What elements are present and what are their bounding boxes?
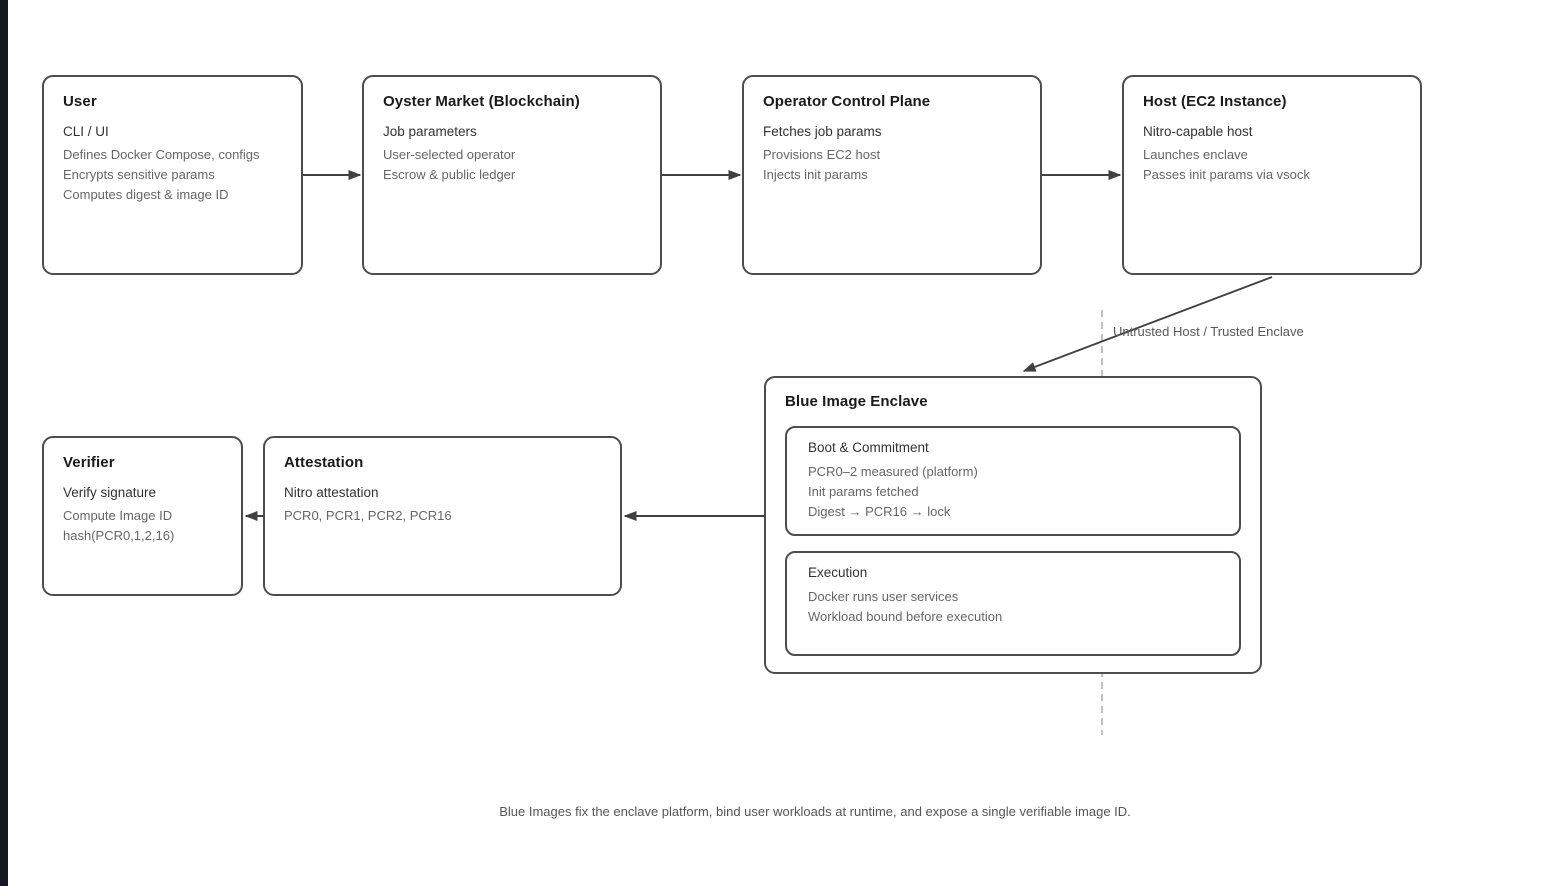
diagram-caption: Blue Images fix the enclave platform, bi…: [499, 804, 1131, 819]
node-operator-line: Injects init params: [763, 167, 868, 182]
node-user-line: Encrypts sensitive params: [63, 167, 215, 182]
node-host-line: Passes init params via vsock: [1143, 167, 1310, 182]
node-attestation: Attestation Nitro attestation PCR0, PCR1…: [263, 436, 622, 596]
node-attestation-title: Attestation: [284, 454, 364, 471]
node-execution-title: Execution: [808, 565, 868, 580]
node-oyster-market-title: Oyster Market (Blockchain): [383, 93, 580, 110]
node-user-subtitle: CLI / UI: [63, 124, 109, 139]
node-operator-subtitle: Fetches job params: [763, 124, 882, 139]
node-user: User CLI / UI Defines Docker Compose, co…: [42, 75, 303, 275]
trust-boundary-label: Untrusted Host / Trusted Enclave: [1113, 324, 1304, 339]
node-host-subtitle: Nitro-capable host: [1143, 124, 1253, 139]
node-verifier-line: Compute Image ID: [63, 508, 173, 523]
node-attestation-line: PCR0, PCR1, PCR2, PCR16: [284, 508, 452, 523]
node-blue-image-enclave: Blue Image Enclave Boot & Commitment PCR…: [764, 376, 1262, 674]
node-execution-line: Workload bound before execution: [808, 609, 1003, 624]
node-verifier-subtitle: Verify signature: [63, 485, 157, 500]
node-user-title: User: [63, 93, 97, 110]
node-user-line: Computes digest & image ID: [63, 187, 229, 202]
node-enclave-title: Blue Image Enclave: [785, 393, 928, 410]
node-verifier-title: Verifier: [63, 454, 115, 471]
node-host-title: Host (EC2 Instance): [1143, 93, 1287, 110]
node-boot-commitment-line: PCR0–2 measured (platform): [808, 464, 978, 479]
node-boot-commitment-title: Boot & Commitment: [808, 440, 929, 455]
node-oyster-market: Oyster Market (Blockchain) Job parameter…: [362, 75, 662, 275]
node-user-line: Defines Docker Compose, configs: [63, 147, 260, 162]
node-oyster-market-subtitle: Job parameters: [383, 124, 477, 139]
node-execution-line: Docker runs user services: [808, 589, 959, 604]
node-host-ec2: Host (EC2 Instance) Nitro-capable host L…: [1122, 75, 1422, 275]
node-boot-commitment-line: Digest → PCR16 → lock: [808, 504, 951, 519]
node-oyster-market-line: Escrow & public ledger: [383, 167, 516, 182]
node-oyster-market-line: User-selected operator: [383, 147, 516, 162]
node-operator-line: Provisions EC2 host: [763, 147, 881, 162]
node-operator-title: Operator Control Plane: [763, 93, 931, 110]
node-operator-control-plane: Operator Control Plane Fetches job param…: [742, 75, 1042, 275]
node-boot-commitment-line: Init params fetched: [808, 484, 919, 499]
node-verifier: Verifier Verify signature Compute Image …: [42, 436, 243, 596]
node-verifier-line: hash(PCR0,1,2,16): [63, 528, 175, 543]
window-edge-bar: [0, 0, 8, 886]
node-boot-commitment: Boot & Commitment PCR0–2 measured (platf…: [785, 426, 1241, 536]
node-host-line: Launches enclave: [1143, 147, 1248, 162]
node-execution: Execution Docker runs user services Work…: [785, 551, 1241, 656]
node-attestation-subtitle: Nitro attestation: [284, 485, 379, 500]
